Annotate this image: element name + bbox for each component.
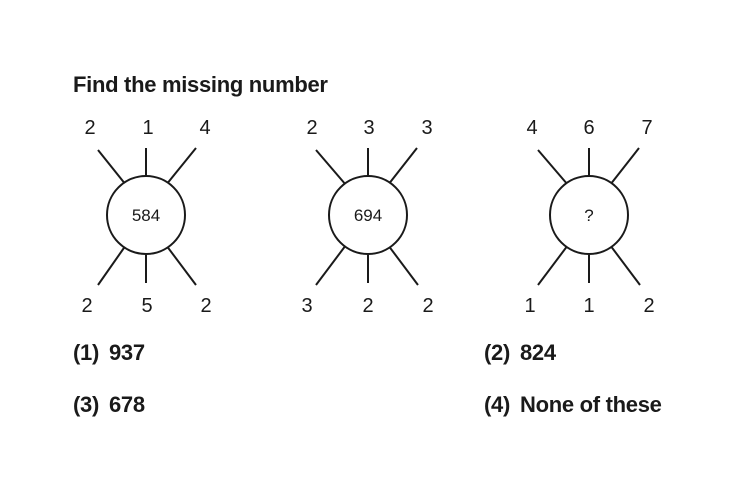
top-number-left: 4 [526, 117, 537, 139]
spoke-line [97, 244, 127, 286]
option-text: 824 [520, 340, 556, 365]
spoke-line [165, 244, 197, 286]
option-number: (4) [484, 392, 510, 417]
center-number: ? [584, 206, 593, 225]
option-number: (1) [73, 340, 99, 365]
spoke-line [387, 244, 419, 286]
bottom-number-left: 1 [524, 295, 535, 317]
figure-2: 694 2 3 3 3 2 2 [301, 117, 433, 317]
spoke-line [97, 149, 127, 186]
figure-3: ? 4 6 7 1 1 2 [524, 117, 654, 317]
bottom-number-right: 2 [200, 295, 211, 317]
option-number: (3) [73, 392, 99, 417]
bottom-number-left: 2 [81, 295, 92, 317]
top-number-left: 2 [306, 117, 317, 139]
figure-circle [549, 175, 629, 255]
option-4[interactable]: (4) None of these [484, 392, 662, 418]
center-number: 694 [354, 206, 382, 225]
option-text: 678 [109, 392, 145, 417]
bottom-number-right: 2 [643, 295, 654, 317]
figure-1: 584 2 1 4 2 5 2 [81, 117, 211, 317]
spoke-line [537, 149, 569, 186]
spoke-line [387, 147, 418, 186]
top-number-middle: 6 [583, 117, 594, 139]
option-number: (2) [484, 340, 510, 365]
top-number-right: 3 [421, 117, 432, 139]
spoke-line [609, 147, 640, 186]
figure-circle [328, 175, 408, 255]
bottom-number-middle: 1 [583, 295, 594, 317]
spoke-line [609, 244, 641, 286]
top-number-middle: 1 [142, 117, 153, 139]
question-title: Find the missing number [73, 72, 328, 97]
spoke-line [315, 149, 347, 186]
top-number-left: 2 [84, 117, 95, 139]
top-number-middle: 3 [363, 117, 374, 139]
option-text: 937 [109, 340, 145, 365]
bottom-number-left: 3 [301, 295, 312, 317]
option-3[interactable]: (3) 678 [73, 392, 145, 418]
spoke-line [315, 244, 347, 286]
top-number-right: 7 [641, 117, 652, 139]
bottom-number-right: 2 [422, 295, 433, 317]
option-1[interactable]: (1) 937 [73, 340, 145, 366]
figure-circle [106, 175, 186, 255]
option-text: None of these [520, 392, 662, 417]
bottom-number-middle: 2 [362, 295, 373, 317]
option-2[interactable]: (2) 824 [484, 340, 556, 366]
top-number-right: 4 [199, 117, 210, 139]
bottom-number-middle: 5 [141, 295, 152, 317]
spoke-line [165, 147, 197, 186]
center-number: 584 [132, 206, 160, 225]
spoke-line [537, 244, 569, 286]
